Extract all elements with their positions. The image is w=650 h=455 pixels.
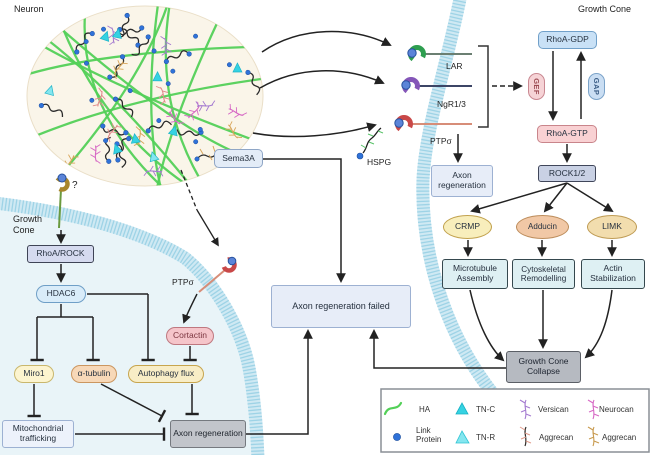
- node-crmp: CRMP: [443, 215, 492, 239]
- receptor-ptps-left-icon: [198, 256, 237, 293]
- ptps-left-label: PTPσ: [172, 277, 194, 287]
- legend-label-ha: HA: [419, 405, 431, 414]
- node-cytoskeletal-remodelling: Cytoskeletal Remodelling: [512, 259, 575, 289]
- node-adducin: Adducin: [516, 215, 569, 239]
- arrow-ecm-to-ngr: [259, 70, 385, 89]
- legend-icons: [383, 399, 600, 447]
- hspg-label: HSPG: [367, 157, 392, 167]
- tn-r-triangle-icon: [455, 430, 470, 444]
- node-growth-cone-collapse: Growth Cone Collapse: [506, 351, 581, 383]
- growth-cone-interior-fill: [0, 203, 258, 455]
- node-axon-regeneration-failed: Axon regeneration failed: [271, 285, 411, 328]
- node-sema3a: Sema3A: [214, 149, 263, 168]
- arrow-sema3a-to-failed: [263, 158, 346, 283]
- legend-label-link-protein: Link Protein: [416, 426, 442, 445]
- aggrecan-icon: [519, 426, 532, 447]
- growth-cone-left-title: Growth Cone: [13, 214, 43, 235]
- arrow-ecm-to-lar: [261, 30, 392, 53]
- node-rhoa-rock: RhoA/ROCK: [27, 245, 94, 263]
- lar-label: LAR: [446, 61, 463, 71]
- legend-label-aggrecan: Aggrecan: [539, 433, 574, 442]
- arrow-microtubule-to-collapse: [469, 289, 505, 362]
- receptor-ptps-right-icon: [394, 115, 472, 133]
- gef-label: GEF: [532, 78, 541, 95]
- node-rock12: ROCK1/2: [538, 165, 596, 182]
- link-protein-icon: [393, 433, 401, 441]
- arrow-ecm-to-ptps-left-dashed: [180, 169, 198, 211]
- receptor-bracket: [478, 45, 489, 128]
- arrow-rock-to-adducin: [543, 182, 568, 213]
- node-microtubule-assembly: Microtubule Assembly: [442, 259, 508, 289]
- ptps-right-label: PTPσ: [430, 136, 452, 146]
- arrows: [27, 30, 617, 441]
- membrane-left: [0, 197, 265, 455]
- legend-box: [380, 388, 650, 453]
- arrow-rock-to-crmp: [470, 182, 568, 214]
- legend-label-aggrecan-tan: Aggrecan: [602, 433, 637, 442]
- arrow-rock-to-limk: [566, 182, 614, 213]
- ha-strand-icon: [383, 401, 403, 416]
- inhibit-tubulin-regen: [100, 383, 167, 423]
- arrow-ecm-to-ptps-left: [196, 209, 219, 247]
- legend-label-versican: Versican: [538, 405, 569, 414]
- node-autophagy-flux: Autophagy flux: [128, 365, 204, 383]
- neurocan-icon: [587, 399, 600, 420]
- receptor-ngr-icon: [401, 77, 472, 95]
- neuron-title: Neuron: [14, 4, 44, 14]
- tree-hdac6: [37, 304, 93, 318]
- receptor-unknown-icon: [54, 173, 70, 229]
- receptor-lar-icon: [407, 45, 472, 63]
- membrane-right: [416, 0, 504, 405]
- node-rhoa-gtp: RhoA-GTP: [537, 125, 597, 143]
- node-axon-regeneration-right: Axon regeneration: [431, 165, 493, 197]
- versican-icon: [519, 399, 532, 420]
- aggrecan-tan-icon: [587, 426, 600, 447]
- ecm-matrix: [27, 6, 263, 186]
- arrow-ptps-left-to-cortactin: [182, 293, 198, 324]
- tn-c-triangle-icon: [455, 402, 469, 415]
- arrow-collapse-to-failed: [369, 329, 506, 369]
- node-miro1: Miro1: [14, 365, 54, 383]
- node-limk: LIMK: [587, 215, 637, 239]
- hspg-icon: [356, 127, 384, 160]
- ngr13-label: NgR1/3: [437, 99, 466, 109]
- node-alpha-tubulin: α-tubulin: [71, 365, 117, 383]
- node-gef: GEF: [528, 73, 545, 100]
- legend-label-tnc: TN-C: [476, 405, 496, 414]
- node-gap: GAP: [588, 73, 605, 100]
- arrow-actin-to-collapse: [584, 289, 613, 359]
- node-actin-stabilization: Actin Stabilization: [581, 259, 645, 289]
- node-hdac6: HDAC6: [36, 285, 86, 303]
- legend-label-tnr: TN-R: [476, 433, 496, 442]
- legend-label-neurocan: Neurocan: [599, 405, 634, 414]
- gap-label: GAP: [592, 77, 602, 96]
- sema3a-molecule-icon: [194, 145, 225, 162]
- node-mitochondrial-trafficking: Mitochondrial trafficking: [2, 420, 74, 448]
- node-cortactin: Cortactin: [166, 327, 214, 345]
- node-axon-regeneration-left: Axon regeneration: [170, 420, 246, 448]
- arrow-regen-to-failed: [246, 329, 313, 435]
- growth-cone-right-title: Growth Cone: [578, 4, 632, 14]
- node-rhoa-gdp: RhoA-GDP: [538, 31, 597, 49]
- arrow-ecm-to-ptps: [252, 122, 377, 138]
- unknown-receptor-label: ?: [72, 180, 78, 191]
